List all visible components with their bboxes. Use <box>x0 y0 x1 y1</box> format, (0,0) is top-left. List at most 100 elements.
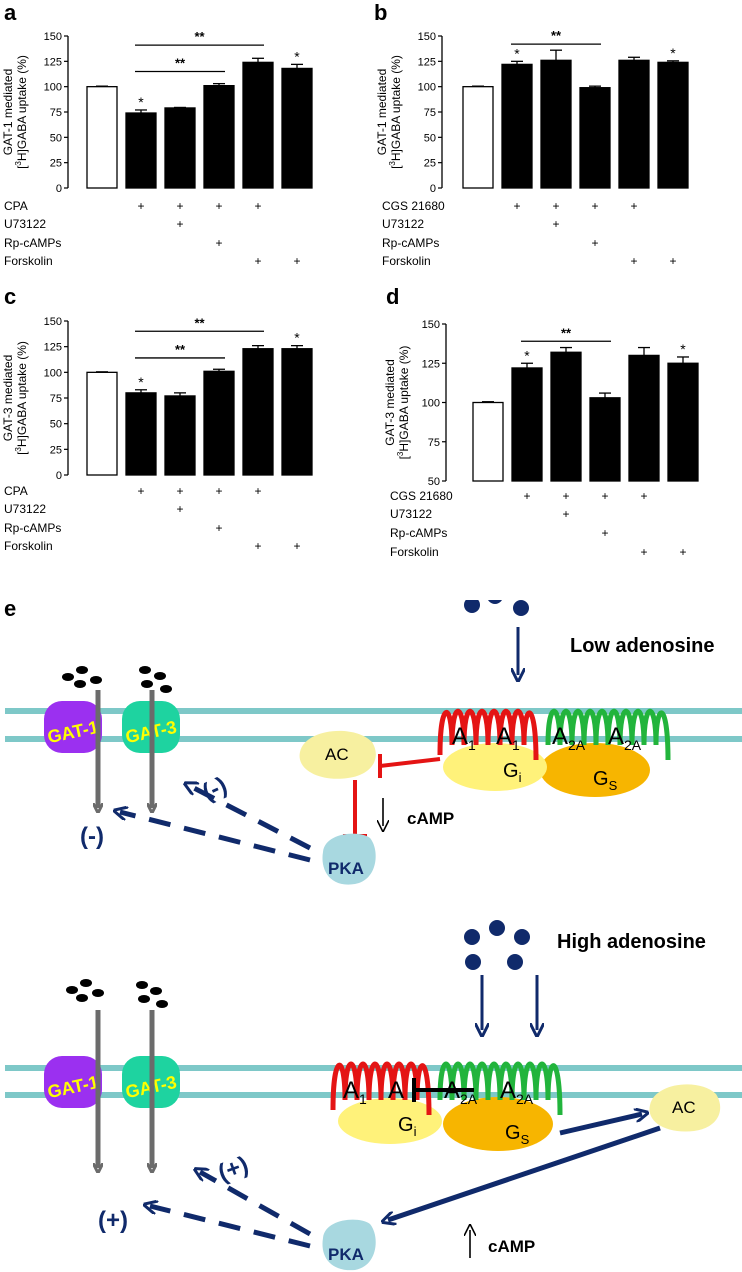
y-tick-label: 50 <box>50 419 62 431</box>
y-tick-label: 75 <box>424 107 436 119</box>
gat1-transporter-low <box>44 701 102 753</box>
y-tick-label: 75 <box>428 437 440 449</box>
bar <box>86 371 118 476</box>
significance-bracket-label: ** <box>175 55 186 70</box>
y-tick-label: 150 <box>44 316 62 328</box>
y-tick-label: 25 <box>424 158 436 170</box>
gaba-dots-low <box>62 666 172 693</box>
a2a-label-low-2: A <box>608 723 624 750</box>
svg-text:Gi: Gi <box>503 760 522 785</box>
y-tick-label: 125 <box>44 342 62 354</box>
gi-label-low: G <box>503 760 519 782</box>
treatment-mark: + <box>640 545 647 559</box>
bar <box>462 86 494 189</box>
low-adenosine-title: Low adenosine <box>570 635 714 657</box>
high-adenosine-title: High adenosine <box>557 931 706 953</box>
pka-label-low: PKA <box>328 859 364 878</box>
mechanism-diagram: Low adenosine A1 A1 A2A A2A Gi GS AC cAM… <box>5 600 742 1271</box>
y-tick-label: 25 <box>50 444 62 456</box>
significance-star: * <box>680 341 686 357</box>
y-tick-label: 150 <box>422 319 440 331</box>
y-axis-label: GAT-1 mediated[3H]GABA uptake (%) <box>1 55 29 169</box>
significance-star: * <box>294 330 300 346</box>
treatment-mark: + <box>601 526 608 540</box>
gi-label-high: G <box>398 1114 414 1136</box>
treatment-mark: + <box>630 199 637 213</box>
a1-receptor-low <box>437 709 539 761</box>
y-axis-label-line1: GAT-1 mediated <box>1 69 15 155</box>
y-tick-label: 0 <box>430 183 436 195</box>
treatment-mark: + <box>293 539 300 553</box>
bar <box>203 370 235 476</box>
bar <box>242 61 274 189</box>
bar <box>579 87 611 189</box>
treatment-label: U73122 <box>390 507 432 521</box>
treatment-mark: + <box>176 502 183 516</box>
svg-text:A1: A1 <box>343 1077 367 1107</box>
bar <box>203 85 235 189</box>
y-tick-label: 0 <box>56 183 62 195</box>
significance-star: * <box>294 48 300 64</box>
bar <box>281 67 313 189</box>
y-axis-label-line1: GAT-3 mediated <box>1 355 15 441</box>
a2a-receptor-high <box>437 1061 563 1116</box>
y-axis-label-line2: [3H]GABA uptake (%) <box>14 341 29 455</box>
treatment-mark: + <box>215 236 222 250</box>
bar <box>511 367 543 482</box>
gi-inhibits-ac <box>379 757 441 768</box>
y-tick-label: 125 <box>418 56 436 68</box>
treatment-mark: + <box>176 217 183 231</box>
y-tick-label: 100 <box>422 398 440 410</box>
svg-text:A2A: A2A <box>500 1077 534 1107</box>
significance-star: * <box>138 374 144 390</box>
bar <box>618 59 650 189</box>
treatment-mark: + <box>254 539 261 553</box>
ac-label-high: AC <box>672 1098 696 1117</box>
effect-sign-low: (-) <box>80 823 104 850</box>
y-tick-label: 150 <box>44 31 62 43</box>
gaba-dots-high <box>66 979 168 1008</box>
treatment-mark: + <box>630 254 637 268</box>
ac-label-low: AC <box>325 745 349 764</box>
y-tick-label: 75 <box>50 107 62 119</box>
gs-label-high: G <box>505 1122 521 1144</box>
treatment-label: CGS 21680 <box>382 199 445 213</box>
y-tick-label: 125 <box>44 56 62 68</box>
treatment-label: Forskolin <box>382 254 431 268</box>
treatment-mark: + <box>513 199 520 213</box>
treatment-mark: + <box>254 254 261 268</box>
bar <box>281 348 313 476</box>
treatment-label: U73122 <box>4 217 46 231</box>
treatment-label: U73122 <box>382 217 424 231</box>
bar <box>501 63 533 189</box>
gs-protein-low <box>540 743 650 797</box>
a1-label-high: A <box>343 1077 359 1104</box>
treatment-label: CPA <box>4 199 28 213</box>
bar <box>242 348 274 476</box>
treatment-mark: + <box>254 484 261 498</box>
treatment-mark: + <box>137 484 144 498</box>
y-axis-label-line2: [3H]GABA uptake (%) <box>388 55 403 169</box>
pka-enzyme-high <box>322 1219 376 1271</box>
bar <box>472 401 504 482</box>
treatment-mark: + <box>215 484 222 498</box>
a1-receptor-high <box>330 1061 432 1116</box>
panel-label-b: b <box>374 0 388 25</box>
treatment-mark: + <box>523 489 530 503</box>
adenosine-dots-high <box>464 920 530 970</box>
svg-text:GS: GS <box>593 768 618 793</box>
treatment-mark: + <box>562 507 569 521</box>
treatment-label: Forskolin <box>4 539 53 553</box>
camp-label-high: cAMP <box>488 1237 535 1256</box>
gs-protein-high <box>443 1097 553 1151</box>
y-tick-label: 50 <box>428 476 440 488</box>
treatment-mark: + <box>552 199 559 213</box>
svg-text:Gi: Gi <box>398 1114 417 1139</box>
treatment-mark: + <box>176 484 183 498</box>
panel-label-e: e <box>4 596 17 621</box>
svg-text:A: A <box>388 1077 404 1104</box>
treatment-label: Rp-cAMPs <box>4 236 61 250</box>
significance-bracket-label: ** <box>194 29 205 44</box>
